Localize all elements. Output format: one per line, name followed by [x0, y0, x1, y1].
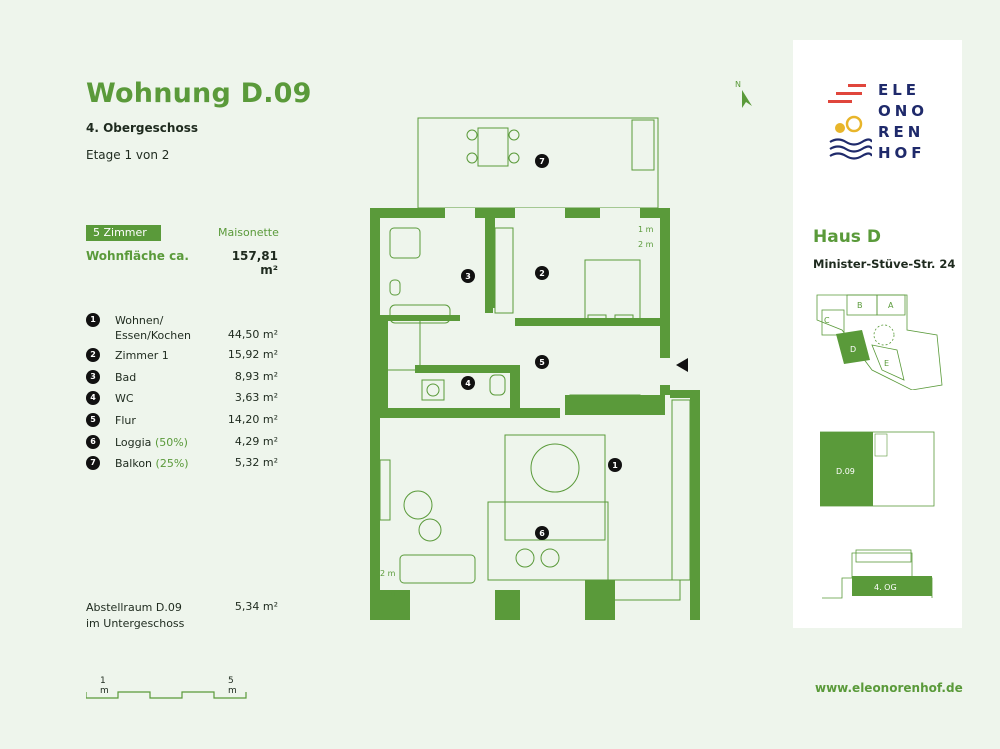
- room-name: Flur: [115, 414, 136, 427]
- room-area: 14,20 m²: [227, 413, 278, 426]
- entrance-arrow-icon: [676, 358, 688, 372]
- furniture: [379, 227, 691, 601]
- room-area: 3,63 m²: [234, 391, 278, 404]
- level-label: Etage 1 von 2: [86, 148, 170, 162]
- storage-area: 5,34 m²: [234, 600, 278, 613]
- apartment-type: Maisonette: [218, 226, 279, 239]
- room-row: 7 Balkon (25%) 5,32 m²: [86, 456, 278, 471]
- svg-text:2 m: 2 m: [380, 569, 396, 578]
- svg-text:5: 5: [539, 358, 545, 367]
- room-number: 3: [86, 370, 100, 384]
- logo-text: ELE ONO REN HOF: [878, 81, 929, 162]
- room-number: 4: [86, 391, 100, 405]
- scale-bar-graphic: [86, 691, 247, 699]
- svg-text:B: B: [857, 301, 863, 310]
- room-area: 44,50 m²: [227, 328, 278, 341]
- room-area: 4,29 m²: [234, 435, 278, 448]
- svg-text:4: 4: [465, 379, 471, 388]
- svg-text:C: C: [824, 316, 830, 325]
- logo-mark-icon: [828, 84, 872, 160]
- room-row: 6 Loggia (50%) 4,29 m²: [86, 435, 278, 450]
- room-name: Balkon (25%): [115, 457, 189, 470]
- unit-mini-plan: D.09: [820, 431, 935, 507]
- room-number: 6: [86, 435, 100, 449]
- room-number: 7: [86, 456, 100, 470]
- north-arrow-icon: [742, 90, 752, 108]
- area-label: Wohnfläche ca.: [86, 249, 189, 263]
- room-row: 4 WC 3,63 m²: [86, 391, 278, 406]
- scale-label-right: 5 m: [228, 676, 237, 696]
- room-name: Bad: [115, 371, 137, 384]
- room-area: 15,92 m²: [227, 348, 278, 361]
- svg-text:1 m: 1 m: [380, 589, 396, 598]
- north-label: N: [735, 80, 741, 89]
- svg-text:3: 3: [465, 272, 471, 281]
- room-name: WC: [115, 392, 134, 405]
- scale-label-left: 1 m: [100, 676, 109, 696]
- room-area: 5,32 m²: [234, 456, 278, 469]
- room-markers: 7 3 2 5 4 1 6: [461, 154, 622, 540]
- street-address: Minister-Stüve-Str. 24: [813, 257, 956, 271]
- room-name: Wohnen/Essen/Kochen: [115, 314, 192, 342]
- svg-text:6: 6: [539, 529, 545, 538]
- svg-text:2 m: 2 m: [638, 240, 654, 249]
- walls: [370, 208, 700, 620]
- room-row: 3 Bad 8,93 m²: [86, 370, 278, 385]
- svg-text:4. OG: 4. OG: [874, 583, 897, 592]
- svg-text:D.09: D.09: [836, 467, 855, 476]
- room-area: 8,93 m²: [234, 370, 278, 383]
- floor-plan: 7 3 2 5 4 1 6 1 m 2 m 2 m 1 m: [370, 117, 700, 620]
- area-value: 157,81 m²: [231, 249, 278, 277]
- svg-text:E: E: [884, 359, 889, 368]
- room-name: Zimmer 1: [115, 349, 169, 362]
- svg-text:A: A: [888, 301, 894, 310]
- building-section: 4. OG: [822, 549, 933, 599]
- svg-text:7: 7: [539, 157, 545, 166]
- room-row: 2 Zimmer 1 15,92 m²: [86, 348, 278, 363]
- room-name: Loggia (50%): [115, 436, 188, 449]
- rooms-badge: 5 Zimmer: [86, 225, 161, 241]
- svg-text:2: 2: [539, 269, 545, 278]
- site-plan: B A C D E: [816, 294, 943, 390]
- floor-label: 4. Obergeschoss: [86, 121, 198, 135]
- room-row: 1 Wohnen/Essen/Kochen 44,50 m²: [86, 313, 278, 343]
- room-number: 5: [86, 413, 100, 427]
- windows: [415, 208, 688, 620]
- svg-text:D: D: [850, 345, 856, 354]
- room-number: 1: [86, 313, 100, 327]
- website-link[interactable]: www.eleonorenhof.de: [815, 681, 963, 695]
- house-title: Haus D: [813, 227, 881, 247]
- svg-text:1 m: 1 m: [638, 225, 654, 234]
- info-panel: [793, 40, 962, 628]
- room-row: 5 Flur 14,20 m²: [86, 413, 278, 428]
- svg-text:1: 1: [612, 461, 618, 470]
- room-number: 2: [86, 348, 100, 362]
- apartment-title: Wohnung D.09: [86, 78, 312, 109]
